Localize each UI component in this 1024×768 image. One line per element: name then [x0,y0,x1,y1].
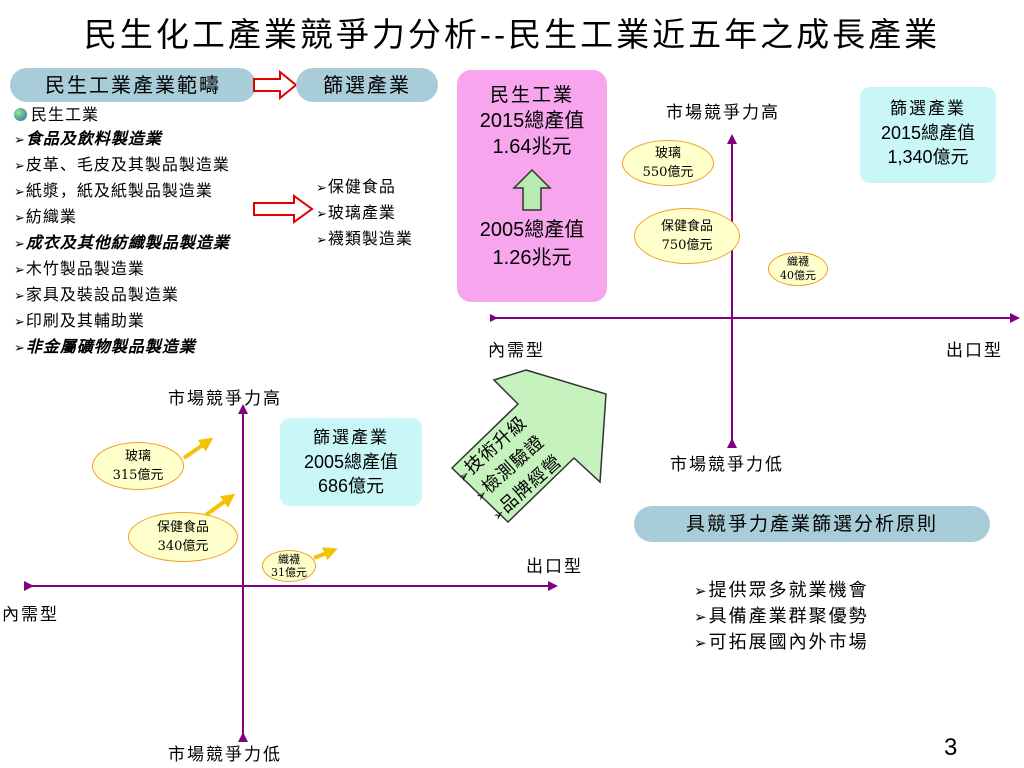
arrow-bullet-icon: ➢ [14,237,26,252]
screen-label: 篩選產業 [296,68,438,102]
list-item: ➢木竹製品製造業 [14,259,145,278]
arrow-bullet-icon: ➢ [14,263,26,278]
list-header: 民生工業 [14,103,230,127]
selected-industry-list: ➢保健食品 ➢玻璃產業 ➢襪類製造業 [316,175,413,253]
output-2015-label: 2015總產值 [479,110,585,132]
list-item: ➢提供眾多就業機會 [694,580,869,601]
principles-title: 具競爭力產業篩選分析原則 [634,506,990,542]
arrow-bullet-icon: ➢ [14,159,26,174]
matrix-2005-y-high: 市場競爭力高 [168,389,282,409]
arrow-bullet-icon: ➢ [14,315,26,330]
matrix-2015-y-low: 市場競爭力低 [670,455,784,475]
matrix-2005-y-low: 市場競爭力低 [168,745,282,765]
matrix-2015-axes [490,134,1020,448]
arrow-bullet-icon: ➢ [14,133,26,148]
list-item: ➢保健食品 [316,177,396,196]
principles-list: ➢提供眾多就業機會 ➢具備產業群聚優勢 ➢可拓展國內外市場 [694,578,869,656]
arrow-bullet-icon: ➢ [14,185,26,200]
output-2005-value: 1.26兆元 [492,247,572,269]
list-item: ➢家具及裝設品製造業 [14,285,179,304]
industry-list: 民生工業 ➢食品及飲料製造業 ➢皮革、毛皮及其製品製造業 ➢紙漿，紙及紙製品製造… [14,103,230,361]
upgrade-arrow-icon [450,369,607,524]
list-item: ➢玻璃產業 [316,203,396,222]
list-item: ➢皮革、毛皮及其製品製造業 [14,155,230,174]
matrix-2015-x-left: 內需型 [488,341,545,361]
arrow-bullet-icon: ➢ [316,233,328,248]
matrix-2015-x-right: 出口型 [946,341,1003,361]
matrix-2005-x-right: 出口型 [526,557,583,577]
list-item: ➢食品及飲料製造業 [14,129,162,148]
output-2015-value: 1.64兆元 [492,136,572,158]
list-item: ➢紙漿，紙及紙製品製造業 [14,181,213,200]
list-item: ➢成衣及其他紡織製品製造業 [14,233,230,252]
matrix-2005-x-left: 內需型 [2,605,59,625]
green-up-arrow-icon [512,168,552,211]
matrix-2005-axes [24,404,558,742]
red-right-arrow-icon [253,194,314,224]
arrow-bullet-icon: ➢ [694,608,709,626]
list-item: ➢可拓展國內外市場 [694,632,869,653]
page-title: 民生化工產業競爭力分析--民生工業近五年之成長產業 [83,15,941,54]
list-item: ➢印刷及其輔助業 [14,311,145,330]
matrix-2015-y-high: 市場競爭力高 [666,103,780,123]
red-right-arrow-icon [253,70,298,100]
matrix-2005-info-box: 篩選產業 2005總產值 686億元 [280,418,422,506]
list-item: ➢具備產業群聚優勢 [694,606,869,627]
arrow-bullet-icon: ➢ [14,211,26,226]
arrow-bullet-icon: ➢ [694,634,709,652]
list-item: ➢紡織業 [14,207,77,226]
list-item: ➢非金屬礦物製品製造業 [14,337,196,356]
arrow-bullet-icon: ➢ [14,341,26,356]
arrow-bullet-icon: ➢ [694,582,709,600]
list-item: ➢襪類製造業 [316,229,413,248]
arrow-bullet-icon: ➢ [316,207,328,222]
globe-icon [14,108,27,121]
output-2005-label: 2005總產值 [479,219,585,241]
scope-label: 民生工業產業範疇 [10,68,256,102]
output-box-heading: 民生工業 [489,84,574,106]
output-value-box: 民生工業 2015總產值 1.64兆元 2005總產值 1.26兆元 [457,70,607,302]
arrow-bullet-icon: ➢ [14,289,26,304]
arrow-bullet-icon: ➢ [316,181,328,196]
matrix-2015-info-box: 篩選產業 2015總產值 1,340億元 [860,87,996,183]
page-number: 3 [944,734,958,761]
